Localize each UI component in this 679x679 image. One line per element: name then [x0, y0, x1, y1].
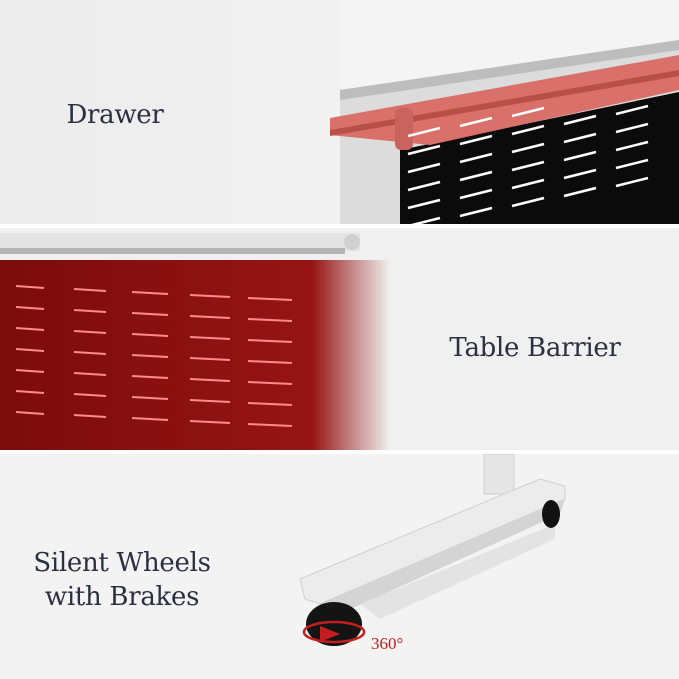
slot: [189, 357, 231, 361]
slot: [15, 285, 45, 289]
slot: [131, 417, 169, 421]
slot: [563, 132, 597, 144]
slot: [189, 399, 231, 403]
slot: [73, 414, 107, 418]
slot: [459, 170, 493, 182]
slot: [511, 160, 545, 172]
slot: [615, 176, 649, 188]
drawer-panel: Drawer: [0, 0, 679, 224]
slot: [407, 162, 441, 174]
slot: [615, 158, 649, 170]
slot: [73, 372, 107, 376]
slot: [247, 339, 293, 343]
table-barrier-panel: Table Barrier: [0, 228, 679, 450]
slot: [131, 291, 169, 295]
wheels-title-line-2: with Brakes: [44, 582, 200, 612]
feature-title-wheels: Silent Wheels with Brakes: [22, 546, 222, 614]
slot: [615, 140, 649, 152]
wheels-title-line-1: Silent Wheels: [33, 548, 211, 578]
slot: [459, 134, 493, 146]
slot: [73, 330, 107, 334]
slot: [563, 168, 597, 180]
slot: [407, 126, 441, 138]
slot: [511, 178, 545, 190]
slot: [511, 124, 545, 136]
slot: [247, 423, 293, 427]
feature-title-table-barrier: Table Barrier: [449, 333, 621, 363]
slot: [131, 354, 169, 358]
slot: [407, 198, 441, 210]
slot: [15, 348, 45, 352]
slot: [189, 336, 231, 340]
slot: [407, 144, 441, 156]
slot: [247, 297, 293, 301]
slot: [407, 180, 441, 192]
rotation-label: 360°: [371, 634, 404, 653]
slot: [615, 122, 649, 134]
slot: [73, 393, 107, 397]
slot: [410, 216, 441, 224]
slot: [459, 188, 493, 200]
feature-title-drawer: Drawer: [66, 100, 164, 130]
slot: [73, 288, 107, 292]
slot: [189, 294, 231, 298]
slot: [189, 315, 231, 319]
slot: [459, 116, 493, 128]
slot: [511, 142, 545, 154]
slot: [247, 402, 293, 406]
slot: [459, 206, 493, 218]
slot: [189, 378, 231, 382]
slot: [459, 152, 493, 164]
rotation-arrow-icon: [302, 620, 366, 644]
drawer-illustration: [330, 0, 679, 224]
slot: [131, 333, 169, 337]
slot: [131, 375, 169, 379]
slot: [15, 327, 45, 331]
slot: [247, 318, 293, 322]
slot: [73, 309, 107, 313]
slot: [247, 381, 293, 385]
slot: [511, 196, 545, 208]
slot: [15, 306, 45, 310]
slot: [563, 114, 597, 126]
slot: [15, 390, 45, 394]
slot: [511, 106, 545, 118]
barrier-illustration: [0, 233, 390, 450]
slot: [189, 420, 231, 424]
slot: [15, 411, 45, 415]
slot: [563, 186, 597, 198]
slot: [73, 351, 107, 355]
slot: [131, 312, 169, 316]
slot: [247, 360, 293, 364]
wheel-base-illustration: [299, 454, 566, 646]
slot: [563, 150, 597, 162]
slot: [615, 104, 649, 116]
slot: [15, 369, 45, 373]
wheels-panel: Silent Wheels with Brakes: [0, 454, 679, 679]
slot: [131, 396, 169, 400]
